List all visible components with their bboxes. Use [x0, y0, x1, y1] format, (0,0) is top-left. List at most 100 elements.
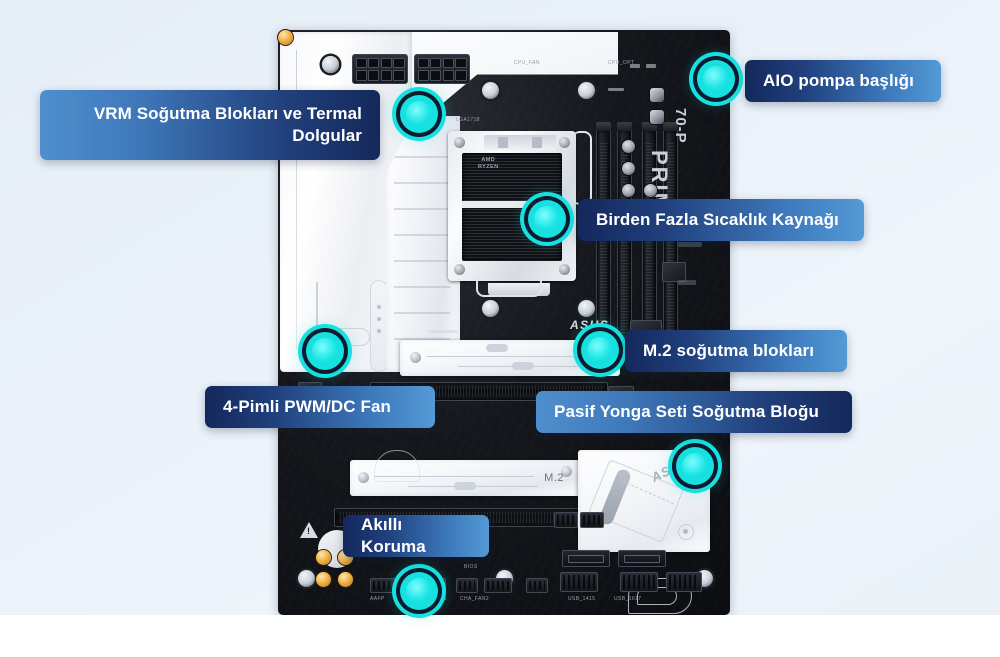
audio-capacitor: [278, 30, 293, 45]
socket-load-lever: [572, 131, 592, 205]
heatsink-fin: [394, 312, 450, 314]
mounting-hole: [322, 56, 339, 73]
eps-power-connector-2: [414, 54, 470, 84]
front-audio-header: [370, 578, 402, 593]
smd-part: [678, 242, 702, 247]
smd-part: [630, 64, 640, 68]
socket-screw: [454, 137, 465, 148]
m2-screw: [358, 472, 369, 483]
callout-aio[interactable]: AIO pompa başlığı: [745, 60, 941, 102]
heatsink-fin: [394, 208, 450, 210]
m2-bottom-label: M.2: [544, 472, 564, 484]
io-cover-slit: [370, 280, 388, 372]
aafp-silkscreen: AAFP: [370, 596, 385, 602]
marker-chipset[interactable]: [676, 447, 714, 485]
smd-part: [608, 88, 624, 91]
marker-cpu[interactable]: [528, 200, 566, 238]
callout-m2-blocks[interactable]: M.2 soğutma blokları: [625, 330, 847, 372]
smd-part: [646, 64, 656, 68]
misc-header: [484, 578, 512, 593]
cha-fan2-silkscreen: CHA_FAN2: [460, 596, 490, 602]
chipset-circle-art: [678, 524, 694, 540]
mounting-hole: [482, 300, 499, 317]
capacitor: [622, 140, 635, 153]
dimm-latch: [596, 122, 611, 131]
m2-detail: [454, 482, 476, 490]
bios-silkscreen: BIOS: [464, 564, 478, 570]
cpu-opt-silkscreen: CPU_OPT: [608, 60, 635, 66]
heatsink-fin: [394, 260, 450, 262]
model-text: 70-P: [672, 108, 689, 144]
com-header: [560, 572, 598, 592]
dimm-latch: [617, 122, 632, 131]
callout-label: 4-Pimli PWM/DC Fan: [223, 396, 392, 416]
asus-silkscreen-logo: ASUS: [570, 318, 610, 332]
callout-label: M.2 soğutma blokları: [643, 340, 815, 360]
m2-screw: [561, 466, 572, 477]
io-cover-line: [316, 282, 318, 368]
m2-detail: [486, 344, 508, 352]
marker-core: [312, 338, 338, 364]
smd-part: [678, 280, 696, 285]
marker-core: [682, 453, 708, 479]
callout-chipset[interactable]: Pasif Yonga Seti Soğutma Bloğu: [536, 391, 852, 433]
slit-dot: [377, 317, 381, 321]
usb1415-silkscreen: USB_1415: [568, 596, 596, 602]
marker-core: [534, 206, 560, 232]
footer-whitespace: [0, 615, 1000, 657]
socket-center-gap: [462, 201, 562, 208]
dimm-latch: [663, 122, 678, 131]
callout-label: Pasif Yonga Seti Soğutma Bloğu: [554, 401, 819, 421]
usb-header-1: [620, 572, 658, 592]
callout-label: VRM Soğutma Blokları ve Termal Dolgular: [93, 103, 362, 145]
callout-pwm-fan[interactable]: 4-Pimli PWM/DC Fan: [205, 386, 435, 428]
audio-capacitor: [316, 550, 331, 565]
marker-fan-left[interactable]: [306, 332, 344, 370]
sata-port-1: [562, 550, 610, 567]
marker-vrm[interactable]: [400, 95, 438, 133]
m2-groove: [374, 476, 534, 478]
socket-ilm-top: [484, 135, 556, 150]
socket-screw: [454, 264, 465, 275]
audio-capacitor: [338, 572, 353, 587]
callout-heat-source[interactable]: Birden Fazla Sıcaklık Kaynağı: [578, 199, 864, 241]
controller-ic: [662, 262, 686, 282]
m2-screw: [410, 352, 421, 363]
power-choke: [650, 88, 664, 102]
usb1617-silkscreen: USB_1617: [614, 596, 642, 602]
callout-label: Akıllı Koruma: [361, 514, 426, 556]
cpu-socket-am5: AMD RYZEN LGA1718: [438, 115, 592, 305]
callout-vrm[interactable]: VRM Soğutma Blokları ve Termal Dolgular: [40, 90, 380, 160]
heatsink-fin: [394, 156, 450, 158]
slit-dot: [377, 305, 381, 309]
callout-label: AIO pompa başlığı: [763, 70, 914, 90]
dimm-latch: [642, 122, 657, 131]
callout-smart-protection[interactable]: Akıllı Koruma: [343, 515, 489, 557]
marker-aio[interactable]: [697, 60, 735, 98]
heatsink-fin: [394, 234, 450, 236]
marker-bottom-fan[interactable]: [400, 572, 438, 610]
heatsink-fin: [394, 338, 450, 340]
smd-part: [428, 330, 458, 333]
socket-screw: [559, 137, 570, 148]
panel-header: [580, 512, 604, 528]
heatsink-fin: [394, 182, 450, 184]
cpu-fan-silkscreen: CPU_FAN: [514, 60, 540, 66]
marker-core: [406, 101, 432, 127]
marker-m2-top[interactable]: [581, 331, 619, 369]
io-cover-seam: [296, 50, 297, 350]
capacitor: [622, 184, 635, 197]
audio-capacitor: [316, 572, 331, 587]
callout-label: Birden Fazla Sıcaklık Kaynağı: [596, 209, 839, 229]
warning-icon: [300, 522, 318, 538]
capacitor: [644, 184, 657, 197]
panel-header: [554, 512, 578, 528]
capacitor: [622, 162, 635, 175]
slit-dot: [377, 329, 381, 333]
socket-latch-arm: [476, 275, 542, 297]
vrm-heatsink: [386, 116, 460, 372]
marker-core: [703, 66, 729, 92]
mounting-hole: [578, 300, 595, 317]
socket-marking: AMD RYZEN: [478, 157, 499, 170]
mounting-hole: [578, 82, 595, 99]
